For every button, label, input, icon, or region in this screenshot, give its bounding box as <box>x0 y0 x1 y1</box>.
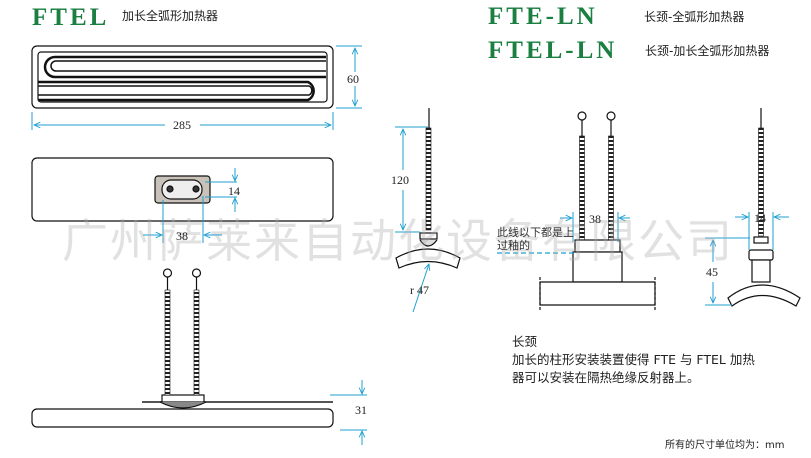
dimension-lines <box>31 45 789 445</box>
dim-connector-spacing: 38 <box>176 229 188 243</box>
dim-lead-spacing: 38 <box>589 212 601 226</box>
ftel-ln-title: FTEL-LN <box>488 37 618 64</box>
units-footer: 所有的尺寸单位均为：mm <box>665 440 785 451</box>
ftel-subtitle: 加长全弧形加热器 <box>122 9 219 23</box>
dim-thickness: 31 <box>355 403 367 417</box>
description-line2: 器可以安装在隔热绝缘反射器上。 <box>512 370 700 385</box>
fte-ln-side-view <box>395 108 461 269</box>
description-heading: 长颈 <box>512 334 538 349</box>
ftel-side-view <box>31 268 334 428</box>
ftel-top-view <box>31 45 334 109</box>
glaze-note-line2: 过釉的 <box>497 239 530 252</box>
ftel-back-view <box>31 157 334 222</box>
dim-lead-length: 120 <box>391 173 409 187</box>
description: 长颈 加长的柱形安装装置使得 FTE 与 FTEL 加热 器可以安装在隔热绝缘反… <box>512 333 755 387</box>
description-line1: 加长的柱形安装装置使得 FTE 与 FTEL 加热 <box>512 352 755 367</box>
glaze-note-line1: 此线以下都是上 <box>497 226 574 239</box>
dim-radius: r 47 <box>410 283 429 297</box>
dim-height: 60 <box>347 72 359 86</box>
ftel-title: FTEL <box>32 4 110 31</box>
glaze-note: 此线以下都是上 过釉的 <box>497 226 574 252</box>
dim-length: 285 <box>173 118 191 132</box>
dim-neck-width: 14 <box>754 211 766 225</box>
fte-ln-subtitle: 长颈-全弧形加热器 <box>644 10 745 24</box>
ftel-ln-subtitle: 长颈-加长全弧形加热器 <box>645 44 770 58</box>
fte-ln-title: FTE-LN <box>488 3 598 30</box>
dim-neck-height: 45 <box>706 265 718 279</box>
fte-ln-front-view <box>539 111 656 310</box>
ftel-ln-side-view <box>727 108 801 307</box>
dim-connector-height: 14 <box>228 184 240 198</box>
